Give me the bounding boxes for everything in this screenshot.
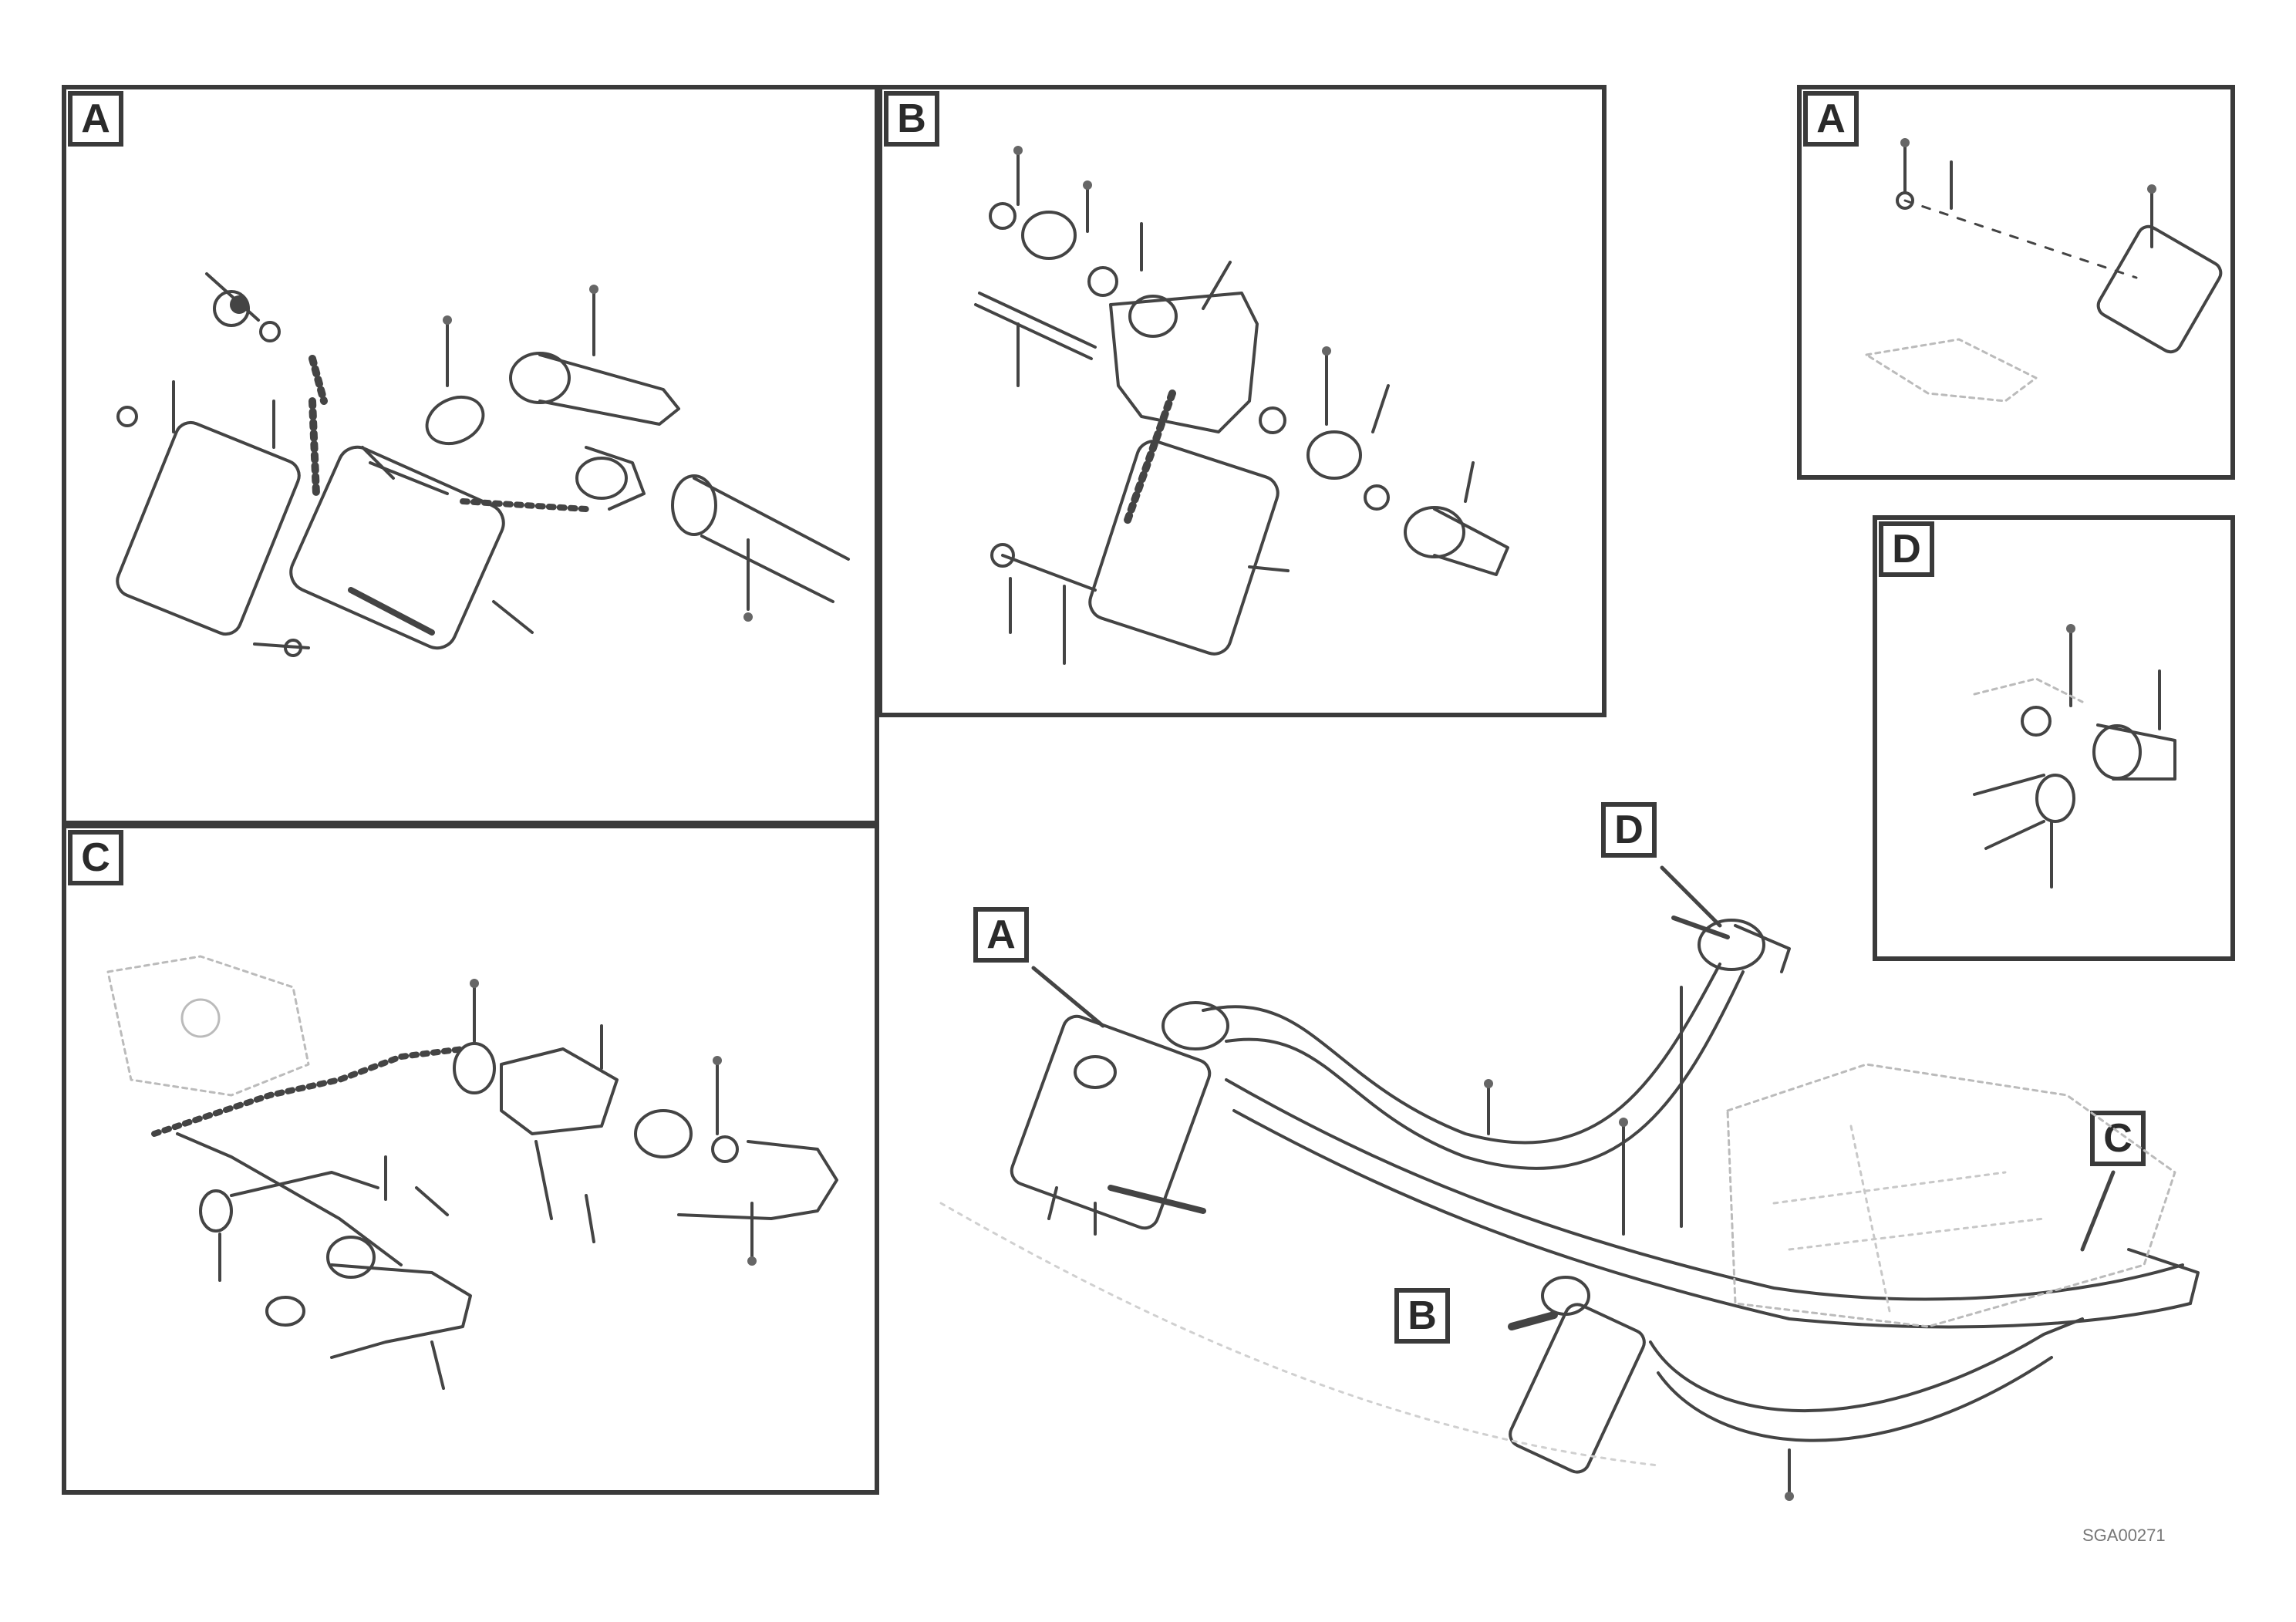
panel-a-parts: [116, 272, 850, 657]
callout-markers: [443, 138, 2156, 1501]
detail-frame-a-left: [62, 85, 879, 825]
main-view-label-b: B: [1394, 1288, 1450, 1344]
view-label-c: C: [68, 830, 123, 885]
main-view-label-a: A: [973, 907, 1029, 963]
panel-d-parts: [1973, 631, 2176, 889]
detail-frame-a-right: [1797, 85, 2235, 480]
view-label-d: D: [1879, 521, 1934, 577]
panel-b-parts: [974, 153, 1509, 665]
drawing-number: SGA00271: [2082, 1526, 2166, 1545]
panel-c-parts: [106, 955, 838, 1390]
main-assembly-parts: [939, 865, 2200, 1494]
detail-frame-c: [62, 824, 879, 1495]
view-label-a: A: [68, 91, 123, 147]
panel-a-right-parts: [1865, 145, 2223, 403]
detail-frame-b: [878, 85, 1607, 717]
main-view-label-c: C: [2090, 1111, 2146, 1166]
main-view-label-d: D: [1601, 802, 1657, 858]
view-label-b: B: [884, 91, 939, 147]
view-label-a-right: A: [1803, 91, 1859, 147]
detail-frame-d: [1873, 515, 2235, 961]
